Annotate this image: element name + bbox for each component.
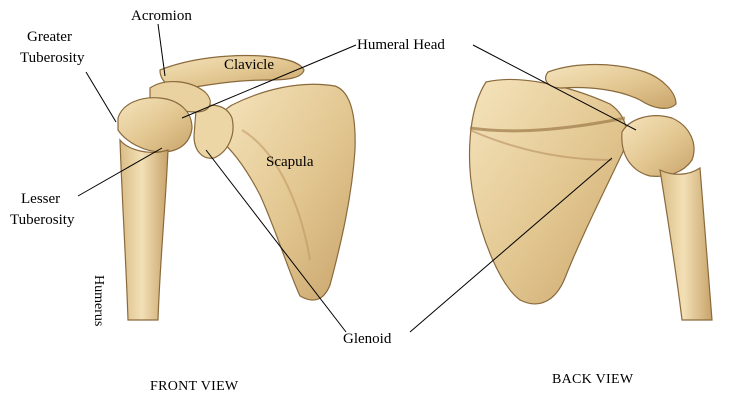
front-humeral-head-shape (117, 97, 193, 153)
back-humeral-head-shape (621, 115, 695, 177)
back-view-bones (468, 63, 713, 321)
leader-humeral-head-back (472, 44, 637, 131)
front-view-bones (117, 54, 356, 321)
label-scapula: Scapula (266, 154, 314, 170)
label-acromion: Acromion (131, 8, 192, 24)
leader-lesser-tuberosity (77, 147, 163, 197)
leader-humeral-head-front (181, 44, 357, 119)
front-humerus-shaft (119, 138, 169, 321)
leader-glenoid-back (409, 157, 613, 333)
caption-back-view: BACK VIEW (552, 372, 634, 387)
label-greater-tuberosity-line2: Tuberosity (20, 50, 85, 66)
label-lesser-tuberosity-line2: Tuberosity (10, 212, 75, 228)
front-glenoid-shape (193, 104, 234, 159)
back-scapula-shape (468, 78, 628, 305)
leader-acromion (157, 23, 166, 77)
label-humerus: Humerus (91, 275, 106, 327)
label-greater-tuberosity-line1: Greater (27, 29, 72, 45)
label-glenoid: Glenoid (343, 331, 392, 347)
back-humerus-shaft (659, 166, 713, 321)
label-humeral-head: Humeral Head (357, 37, 445, 53)
back-clavicle-shape (545, 63, 677, 109)
leader-lines (77, 23, 637, 333)
label-lesser-tuberosity-line1: Lesser (21, 191, 61, 207)
leader-greater-tuberosity (85, 71, 117, 123)
label-clavicle: Clavicle (224, 57, 274, 73)
leader-glenoid-front (205, 149, 347, 333)
caption-front-view: FRONT VIEW (150, 379, 239, 394)
